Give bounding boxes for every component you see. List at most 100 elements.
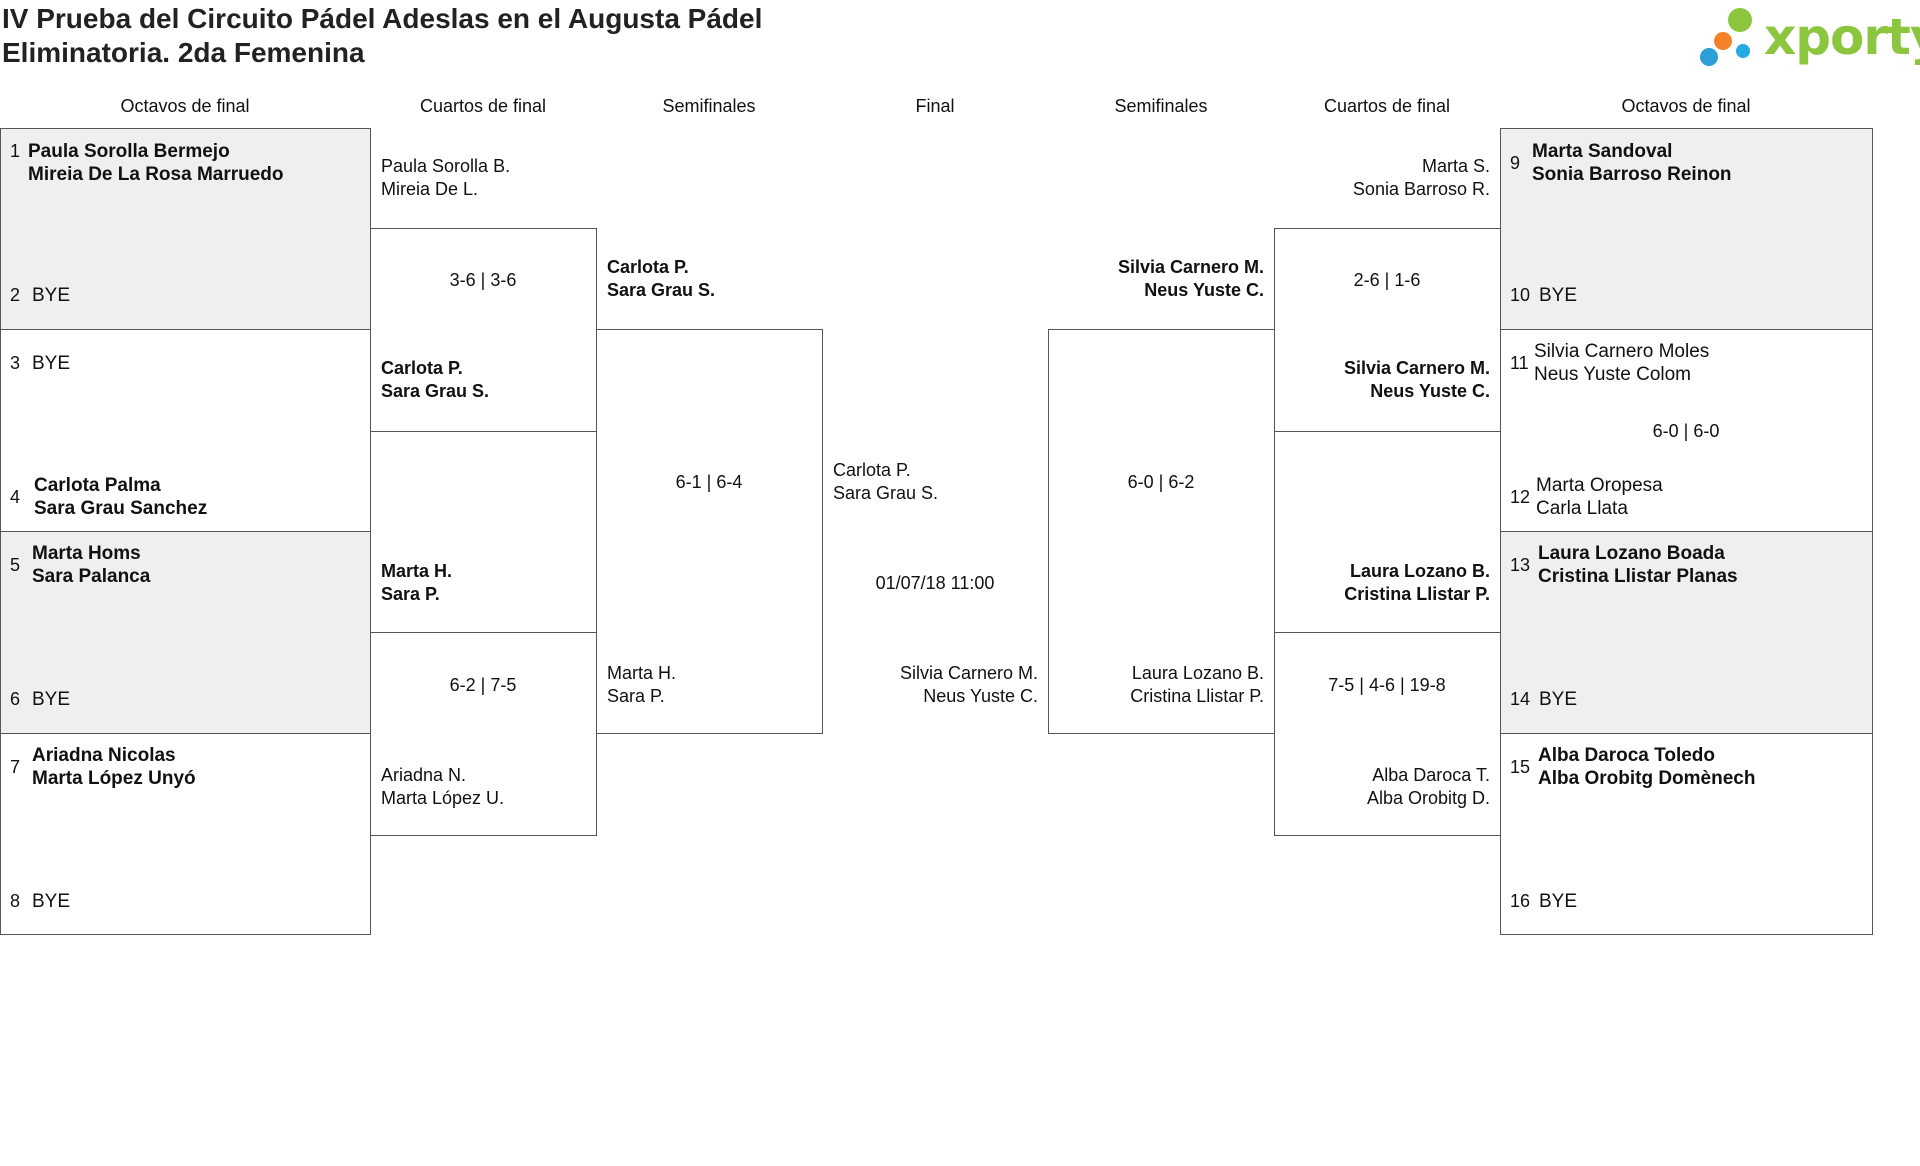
team-player-1: BYE <box>32 285 71 306</box>
r16-entry[interactable]: 12 Marta Oropesa Carla Llata <box>1510 474 1860 520</box>
header-left-sf: Semifinales <box>662 96 756 116</box>
team-player-2: Cristina Llistar P. <box>1344 584 1490 604</box>
sf-team[interactable]: Laura Lozano B. Cristina Llistar P. <box>1048 662 1264 708</box>
team-player-1: Carlota Palma <box>34 475 161 496</box>
r16-match-box <box>1500 128 1873 330</box>
team-player-1: Carlota P. <box>833 460 911 480</box>
team-player-2: Sara P. <box>381 584 440 604</box>
r16-entry[interactable]: 15 Alba Daroca Toledo Alba Orobitg Domèn… <box>1510 744 1860 790</box>
seed-number: 10 <box>1510 285 1531 305</box>
qf-team[interactable]: Carlota P. Sara Grau S. <box>381 357 489 403</box>
team-player-2: Sara Grau S. <box>607 280 716 300</box>
seed-number: 8 <box>10 891 21 911</box>
r16-entry[interactable]: 14 BYE <box>1510 688 1860 711</box>
team-player-2: Neus Yuste C. <box>923 686 1038 706</box>
r16-entry[interactable]: 8 BYE <box>10 890 360 913</box>
logo-dot-orange <box>1714 32 1732 50</box>
qf-team[interactable]: Ariadna N. Marta López U. <box>381 764 504 810</box>
team-player-1: BYE <box>1539 891 1578 912</box>
team-player-1: Marta Sandoval <box>1532 141 1673 162</box>
sf-match-box <box>1048 329 1275 734</box>
team-player-1: Silvia Carnero M. <box>899 663 1038 683</box>
team-player-2: Sara Grau S. <box>833 483 939 503</box>
final-datetime: 01/07/18 11:00 <box>875 573 995 593</box>
xporty-logo[interactable]: xporty <box>1700 4 1920 74</box>
team-player-1: BYE <box>32 353 71 374</box>
r16-entry[interactable]: 5 Marta Homs Sara Palanca <box>10 542 360 588</box>
seed-number: 7 <box>10 757 21 777</box>
r16-entry[interactable]: 16 BYE <box>1510 890 1860 913</box>
team-player-2: Sara Grau S. <box>381 381 490 401</box>
final-team-left[interactable]: Carlota P. Sara Grau S. <box>833 459 938 505</box>
team-player-1: Marta Oropesa <box>1536 475 1663 496</box>
r16-entry[interactable]: 7 Ariadna Nicolas Marta López Unyó <box>10 744 360 790</box>
team-player-1: BYE <box>1539 285 1578 306</box>
seed-number: 6 <box>10 689 21 709</box>
logo-dot-green <box>1728 8 1752 32</box>
r16-entry[interactable]: 13 Laura Lozano Boada Cristina Llistar P… <box>1510 542 1860 588</box>
header-left-qf: Cuartos de final <box>419 96 547 116</box>
team-player-1: Marta H. <box>607 663 677 683</box>
qf-team[interactable]: Marta S. Sonia Barroso R. <box>1274 155 1490 201</box>
seed-number: 13 <box>1510 555 1531 575</box>
team-player-1: Silvia Carnero M. <box>1343 358 1490 378</box>
header-right-qf: Cuartos de final <box>1323 96 1451 116</box>
team-player-1: Alba Daroca Toledo <box>1538 745 1716 766</box>
team-player-2: Alba Orobitg Domènech <box>1538 768 1756 789</box>
team-player-1: Carlota P. <box>381 358 463 378</box>
final-team-right[interactable]: Silvia Carnero M. Neus Yuste C. <box>822 662 1038 708</box>
r16-entry[interactable]: 6 BYE <box>10 688 360 711</box>
logo-text: xporty <box>1764 8 1920 66</box>
team-player-1: Ariadna Nicolas <box>32 745 176 766</box>
qf-team[interactable]: Paula Sorolla B. Mireia De L. <box>381 155 510 201</box>
r16-entry[interactable]: 1 Paula Sorolla Bermejo Mireia De La Ros… <box>10 140 360 186</box>
team-player-1: Carlota P. <box>607 257 689 277</box>
team-player-1: Laura Lozano Boada <box>1538 543 1725 564</box>
r16-entry[interactable]: 9 Marta Sandoval Sonia Barroso Reinon <box>1510 140 1860 186</box>
qf-team[interactable]: Silvia Carnero M. Neus Yuste C. <box>1274 357 1490 403</box>
team-player-2: Mireia De La Rosa Marruedo <box>28 164 284 185</box>
sf-team[interactable]: Silvia Carnero M. Neus Yuste C. <box>1048 256 1264 302</box>
r16-entry[interactable]: 11 Silvia Carnero Moles Neus Yuste Colom <box>1510 340 1860 386</box>
seed-number: 4 <box>10 487 21 507</box>
r16-match-box <box>0 128 371 330</box>
sf-team[interactable]: Carlota P. Sara Grau S. <box>607 256 715 302</box>
team-player-1: Paula Sorolla Bermejo <box>28 141 230 162</box>
qf-score: 7-5 | 4-6 | 19-8 <box>1328 675 1446 695</box>
team-player-2: Neus Yuste C. <box>1370 381 1490 401</box>
team-player-1: Marta H. <box>381 561 453 581</box>
team-player-2: Cristina Llistar Planas <box>1538 566 1738 587</box>
seed-number: 9 <box>1510 153 1521 173</box>
team-player-2: Carla Llata <box>1536 498 1628 519</box>
qf-team[interactable]: Marta H. Sara P. <box>381 560 452 606</box>
logo-dot-lightblue <box>1736 44 1750 58</box>
r16-match-box <box>0 531 371 734</box>
sf-team[interactable]: Marta H. Sara P. <box>607 662 676 708</box>
seed-number: 11 <box>1510 353 1529 373</box>
team-player-2: Neus Yuste Colom <box>1534 364 1692 385</box>
team-player-1: Marta S. <box>1421 156 1490 176</box>
r16-entry[interactable]: 2 BYE <box>10 284 360 307</box>
seed-number: 15 <box>1510 757 1531 777</box>
team-player-1: Silvia Carnero M. <box>1117 257 1264 277</box>
r16-match-box <box>1500 733 1873 935</box>
sf-score: 6-1 | 6-4 <box>675 472 743 492</box>
qf-team[interactable]: Laura Lozano B. Cristina Llistar P. <box>1274 560 1490 606</box>
qf-team[interactable]: Alba Daroca T. Alba Orobitg D. <box>1274 764 1490 810</box>
team-player-2: Sara Grau Sanchez <box>34 498 208 519</box>
r16-score: 6-0 | 6-0 <box>1652 421 1720 441</box>
team-player-2: Marta López Unyó <box>32 768 196 789</box>
team-player-2: Sonia Barroso R. <box>1352 179 1490 199</box>
logo-dot-blue <box>1700 48 1718 66</box>
team-player-1: Paula Sorolla B. <box>381 156 511 176</box>
team-player-2: Marta López U. <box>381 788 505 808</box>
seed-number: 5 <box>10 555 21 575</box>
team-player-2: Alba Orobitg D. <box>1366 788 1490 808</box>
team-player-2: Sonia Barroso Reinon <box>1532 164 1732 185</box>
r16-entry[interactable]: 10 BYE <box>1510 284 1860 307</box>
team-player-1: BYE <box>32 891 71 912</box>
header-right-r16: Octavos de final <box>1621 96 1751 116</box>
qf-match-box <box>370 632 597 836</box>
r16-entry[interactable]: 3 BYE <box>10 352 360 375</box>
r16-entry[interactable]: 4 Carlota Palma Sara Grau Sanchez <box>10 474 360 520</box>
